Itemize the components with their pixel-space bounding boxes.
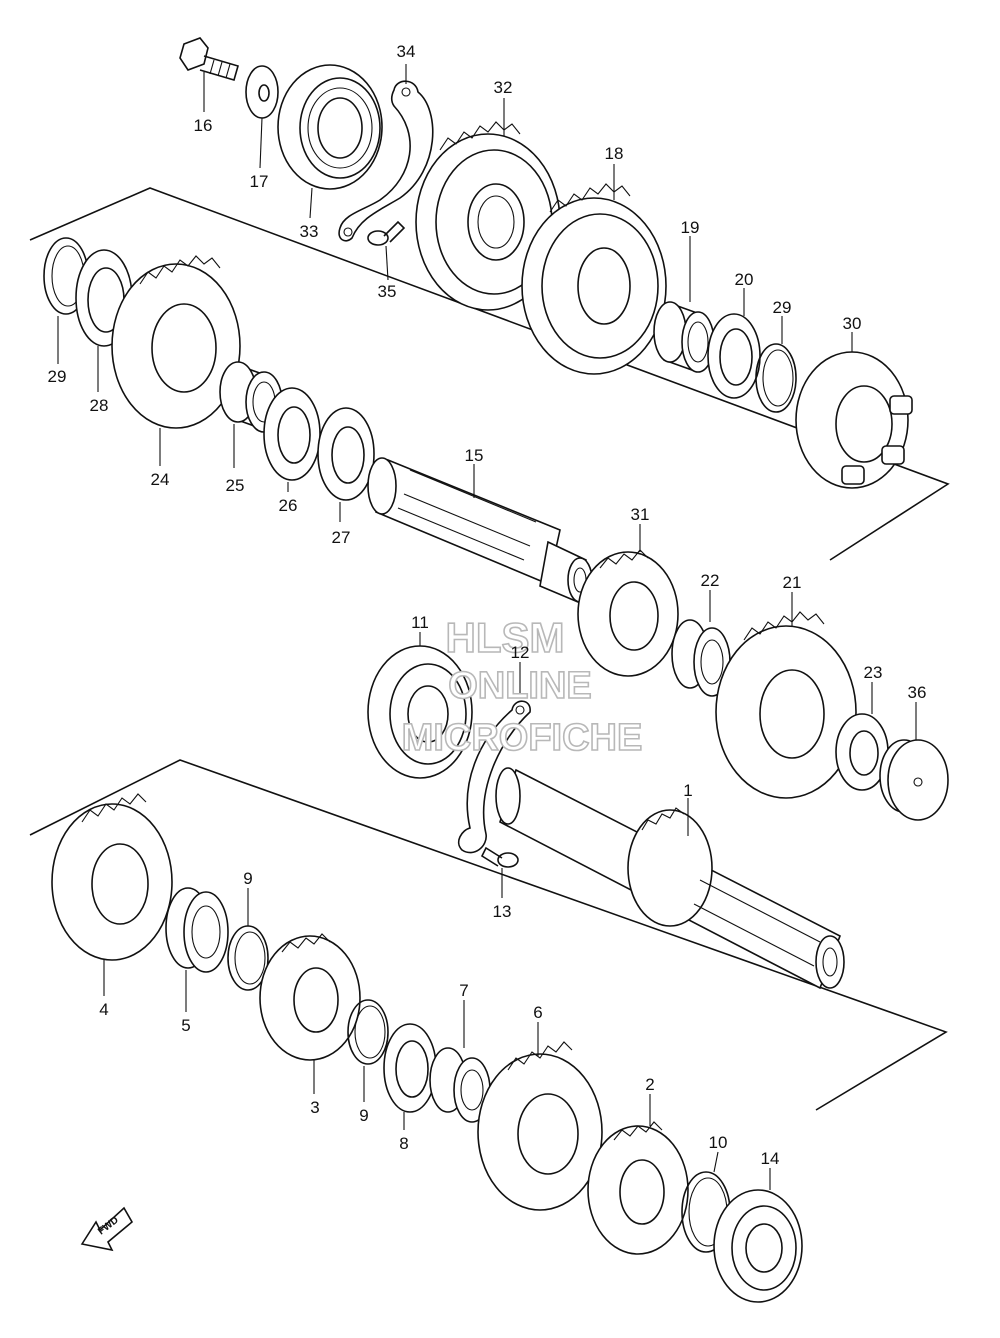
- label-36[interactable]: 36: [908, 683, 927, 702]
- lower-assembly-outline: [29, 759, 948, 1111]
- fwd-arrow-icon: FWD: [80, 1206, 134, 1252]
- part-35-screw[interactable]: [367, 220, 406, 246]
- watermark-line-2: ONLINE: [448, 665, 592, 707]
- part-29-circlip-upper-right[interactable]: [755, 343, 797, 413]
- label-3[interactable]: 3: [310, 1098, 319, 1117]
- label-23[interactable]: 23: [864, 663, 883, 682]
- part-17-washer[interactable]: [245, 65, 279, 119]
- part-21-gear[interactable]: [715, 611, 857, 799]
- part-30-gear[interactable]: [795, 351, 913, 489]
- part-16-bolt[interactable]: [179, 37, 239, 81]
- label-26[interactable]: 26: [279, 496, 298, 515]
- watermark-line-3: MICROFICHE: [402, 717, 643, 759]
- part-4-gear[interactable]: [51, 793, 173, 961]
- label-10[interactable]: 10: [709, 1133, 728, 1152]
- label-29-left[interactable]: 29: [48, 367, 67, 386]
- watermark: HLSM ONLINE MICROFICHE: [401, 613, 643, 760]
- label-27[interactable]: 27: [332, 528, 351, 547]
- label-9-upper[interactable]: 9: [243, 869, 252, 888]
- part-1-main-shaft[interactable]: [495, 767, 845, 990]
- part-27-washer[interactable]: [317, 407, 375, 501]
- part-9-circlip-b[interactable]: [347, 999, 389, 1065]
- part-5-bushing[interactable]: [165, 887, 229, 973]
- part-24-gear[interactable]: [111, 255, 241, 429]
- watermark-line-1: HLSM: [446, 614, 565, 661]
- label-18[interactable]: 18: [605, 144, 624, 163]
- label-32[interactable]: 32: [494, 78, 513, 97]
- label-30[interactable]: 30: [843, 314, 862, 333]
- part-26-washer[interactable]: [263, 387, 321, 481]
- part-18-gear[interactable]: [521, 183, 667, 375]
- part-23-washer[interactable]: [835, 713, 889, 791]
- part-19-bushing[interactable]: [653, 301, 715, 373]
- label-13[interactable]: 13: [493, 902, 512, 921]
- label-20[interactable]: 20: [735, 270, 754, 289]
- part-labels: 16 17 33 34 35 32 18 19 20 29 30 29 28 2…: [48, 42, 927, 1168]
- label-1[interactable]: 1: [683, 781, 692, 800]
- part-14-bearing[interactable]: [713, 1189, 803, 1303]
- part-2-gear[interactable]: [587, 1121, 689, 1255]
- label-6[interactable]: 6: [533, 1003, 542, 1022]
- label-19[interactable]: 19: [681, 218, 700, 237]
- label-15[interactable]: 15: [465, 446, 484, 465]
- part-20-washer[interactable]: [707, 313, 761, 399]
- label-12[interactable]: 12: [511, 643, 530, 662]
- part-15-shaft[interactable]: [367, 457, 593, 604]
- label-28[interactable]: 28: [90, 396, 109, 415]
- leader-lines: [57, 64, 917, 1190]
- label-17[interactable]: 17: [250, 172, 269, 191]
- part-12-retainer-plate[interactable]: [457, 700, 531, 854]
- part-8-washer[interactable]: [383, 1023, 437, 1113]
- label-29-upper[interactable]: 29: [773, 298, 792, 317]
- part-3-gear[interactable]: [259, 933, 361, 1061]
- part-33-bearing[interactable]: [277, 64, 383, 190]
- label-21[interactable]: 21: [783, 573, 802, 592]
- label-4[interactable]: 4: [99, 1000, 108, 1019]
- label-9-lower[interactable]: 9: [359, 1106, 368, 1125]
- label-33[interactable]: 33: [300, 222, 319, 241]
- part-36-plug[interactable]: [879, 739, 949, 821]
- label-31[interactable]: 31: [631, 505, 650, 524]
- part-13-screw[interactable]: [480, 846, 519, 868]
- label-24[interactable]: 24: [151, 470, 170, 489]
- label-8[interactable]: 8: [399, 1134, 408, 1153]
- label-35[interactable]: 35: [378, 282, 397, 301]
- label-5[interactable]: 5: [181, 1016, 190, 1035]
- label-11[interactable]: 11: [411, 613, 429, 632]
- label-2[interactable]: 2: [645, 1075, 654, 1094]
- part-34-retainer-plate[interactable]: [338, 80, 434, 242]
- part-11-bearing[interactable]: [367, 645, 473, 779]
- label-16[interactable]: 16: [194, 116, 213, 135]
- part-6-gear[interactable]: [477, 1041, 603, 1211]
- label-14[interactable]: 14: [761, 1149, 780, 1168]
- part-31-gear[interactable]: [577, 549, 679, 677]
- label-25[interactable]: 25: [226, 476, 245, 495]
- label-22[interactable]: 22: [701, 571, 720, 590]
- label-7[interactable]: 7: [459, 981, 468, 1000]
- label-34[interactable]: 34: [397, 42, 416, 61]
